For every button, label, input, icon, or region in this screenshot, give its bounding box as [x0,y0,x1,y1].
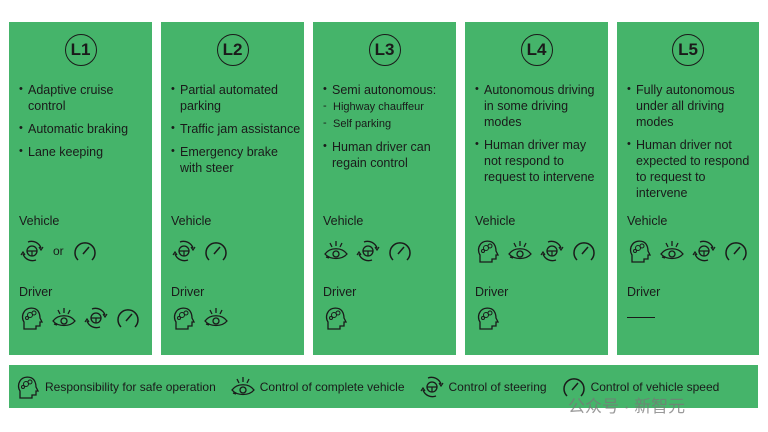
vehicle-icons [323,238,413,264]
list-item: Fully autonomous under all driving modes [627,81,757,130]
list-item: Autonomous driving in some driving modes [475,81,606,130]
eye-icon [659,238,685,264]
driver-icons [627,307,655,318]
head-gears-icon [323,305,349,331]
driver-icons [19,305,141,331]
legend-responsibility: Responsibility for safe operation [45,379,216,394]
level-badge: L2 [216,34,249,66]
head-gears-icon [475,305,501,331]
eye-icon [507,238,533,264]
vehicle-label: Vehicle [627,214,668,228]
steering-icon [83,305,109,331]
vehicle-label: Vehicle [323,214,364,228]
speedometer-icon [203,238,229,264]
level-badge: L1 [64,34,97,66]
vehicle-icons [475,238,597,264]
level-panel-l4: L4 Autonomous driving in some driving mo… [465,22,608,355]
none-dash [627,317,655,318]
head-gears-icon [15,374,41,400]
driver-label: Driver [627,285,661,299]
legend-speed: Control of vehicle speed [590,379,720,394]
speedometer-icon [72,238,98,264]
level-badge: L3 [368,34,401,66]
vehicle-label: Vehicle [475,214,516,228]
legend-complete-vehicle: Control of complete vehicle [259,379,405,394]
driver-icons [323,305,349,331]
driver-label: Driver [323,285,357,299]
eye-icon [323,238,349,264]
vehicle-icons: or [19,238,98,264]
vehicle-icons [627,238,749,264]
steering-icon [171,238,197,264]
legend: Responsibility for safe operation Contro… [9,365,758,408]
eye-icon [203,305,229,331]
list-item: Partial automated parking [171,81,302,114]
list-item: Human driver not expected to respond to … [627,136,757,201]
feature-list: Autonomous driving in some driving modes… [475,81,606,192]
steering-icon [419,374,445,400]
steering-icon [355,238,381,264]
driver-label: Driver [19,285,53,299]
level-badge: L4 [520,34,553,66]
level-badge: L5 [672,34,704,66]
steering-icon [691,238,717,264]
driver-icons [475,305,501,331]
driver-icons [171,305,229,331]
feature-list: Adaptive cruise control Automatic brakin… [19,81,150,167]
list-item: Emergency brake with steer [171,143,302,176]
head-gears-icon [475,238,501,264]
level-panel-l1: L1 Adaptive cruise control Automatic bra… [9,22,152,355]
legend-steering: Control of steering [448,379,547,394]
list-item: Lane keeping [19,143,150,160]
watermark: 公众号 · 新智元 [568,397,686,416]
speedometer-icon [571,238,597,264]
list-item: Traffic jam assistance [171,120,302,137]
list-item: Human driver can regain control [323,138,454,171]
eye-icon [51,305,77,331]
driver-label: Driver [475,285,509,299]
head-gears-icon [171,305,197,331]
list-item: Semi autonomous: [323,81,454,98]
feature-list: Fully autonomous under all driving modes… [627,81,757,208]
vehicle-label: Vehicle [171,214,212,228]
level-panel-l2: L2 Partial automated parking Traffic jam… [161,22,304,355]
list-item: Adaptive cruise control [19,81,150,114]
steering-icon [19,238,45,264]
list-subitem: Highway chauffeur [323,98,454,115]
level-panel-l3: L3 Semi autonomous: Highway chauffeur Se… [313,22,456,355]
vehicle-icons [171,238,229,264]
list-subitem: Self parking [323,115,454,132]
speedometer-icon [115,305,141,331]
list-item: Automatic braking [19,120,150,137]
head-gears-icon [19,305,45,331]
eye-icon [230,374,256,400]
speedometer-icon [723,238,749,264]
feature-list: Semi autonomous: Highway chauffeur Self … [323,81,454,178]
head-gears-icon [627,238,653,264]
driver-label: Driver [171,285,205,299]
list-item: Human driver may not respond to request … [475,136,606,185]
level-panel-l5: L5 Fully autonomous under all driving mo… [617,22,759,355]
feature-list: Partial automated parking Traffic jam as… [171,81,302,183]
vehicle-label: Vehicle [19,214,60,228]
steering-icon [539,238,565,264]
speedometer-icon [387,238,413,264]
or-label: or [53,244,64,258]
